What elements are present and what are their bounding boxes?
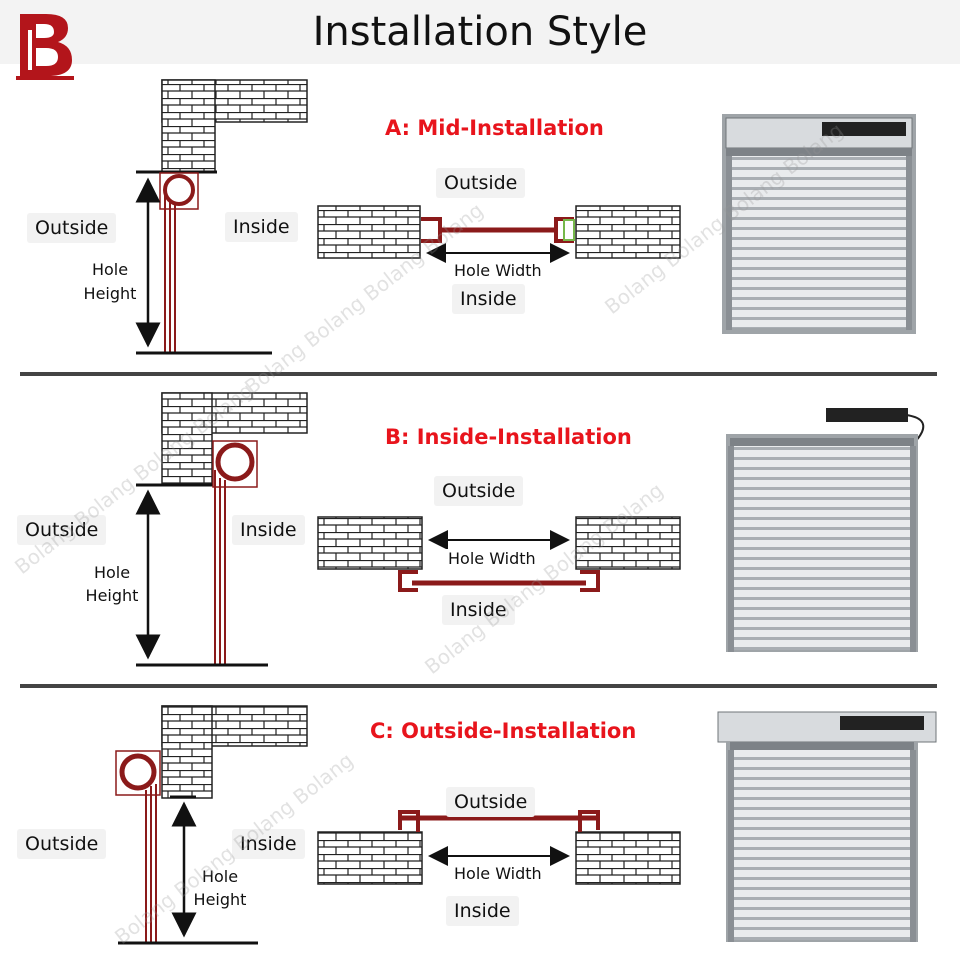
inside-plan-outside-label: Outside bbox=[434, 476, 524, 506]
mid-section-plan-view bbox=[317, 205, 681, 263]
inside-shutter-photo bbox=[726, 408, 925, 652]
outside-section-plan-view bbox=[317, 810, 681, 885]
section-divider-2 bbox=[20, 684, 937, 688]
header-bar bbox=[0, 0, 960, 64]
mid-hole-height-label-line2: Height bbox=[83, 284, 137, 303]
outside-side-inside-label: Inside bbox=[232, 829, 305, 859]
inside-section-plan-view bbox=[317, 516, 681, 592]
outside-hole-width-label: Hole Width bbox=[450, 864, 546, 884]
inside-plan-inside-label: Inside bbox=[442, 595, 515, 625]
inside-side-outside-label: Outside bbox=[17, 515, 107, 545]
outside-hole-height-label-line1: Hole bbox=[201, 867, 239, 886]
inside-hole-height-label-line2: Height bbox=[85, 586, 139, 605]
mid-plan-inside-label: Inside bbox=[452, 284, 525, 314]
mid-side-inside-label: Inside bbox=[225, 212, 298, 242]
mid-installation-title: A: Mid-Installation bbox=[385, 116, 604, 140]
inside-hole-width-label: Hole Width bbox=[444, 549, 540, 569]
bolang-logo bbox=[16, 14, 74, 80]
mid-section-side-view bbox=[135, 79, 308, 355]
inside-hole-height-label-line1: Hole bbox=[93, 563, 131, 582]
mid-hole-height-label-line1: Hole bbox=[91, 260, 129, 279]
page-title: Installation Style bbox=[312, 9, 648, 55]
outside-plan-outside-label: Outside bbox=[446, 787, 536, 817]
outside-section-side-view bbox=[115, 705, 308, 945]
outside-hole-height-label-line2: Height bbox=[193, 890, 247, 909]
outside-plan-inside-label: Inside bbox=[446, 896, 519, 926]
mid-side-outside-label: Outside bbox=[27, 213, 117, 243]
outside-shutter-photo bbox=[717, 711, 937, 942]
outside-side-outside-label: Outside bbox=[17, 829, 107, 859]
inside-section-side-view bbox=[135, 392, 308, 667]
inside-side-inside-label: Inside bbox=[232, 515, 305, 545]
outside-installation-title: C: Outside-Installation bbox=[370, 719, 637, 743]
inside-installation-title: B: Inside-Installation bbox=[385, 425, 632, 449]
mid-hole-width-label: Hole Width bbox=[450, 261, 546, 281]
mid-shutter-photo bbox=[722, 114, 916, 334]
section-divider-1 bbox=[20, 372, 937, 376]
mid-plan-outside-label: Outside bbox=[436, 168, 526, 198]
